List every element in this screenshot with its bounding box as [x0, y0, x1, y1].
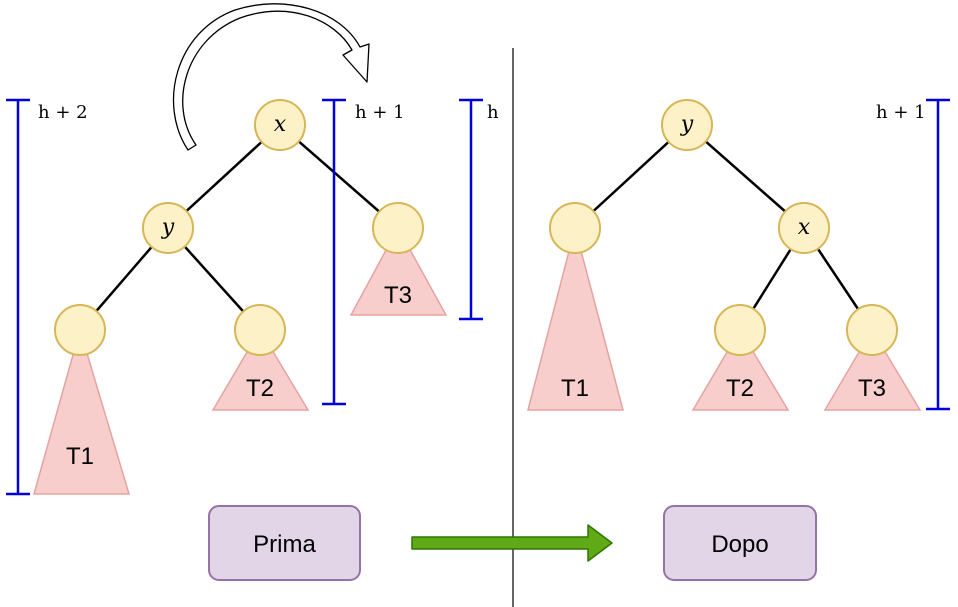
height-bracket-right — [459, 98, 483, 321]
node-t2-root-after — [714, 304, 766, 356]
subtree-label: T3 — [858, 375, 886, 402]
node-y-before: y — [142, 202, 194, 254]
prima-button[interactable]: Prima — [208, 505, 361, 581]
node-t3-root-before — [372, 202, 424, 254]
node-x-before: x — [254, 99, 306, 151]
subtree-t2-after: T2 — [691, 328, 790, 411]
dopo-label: Dopo — [711, 531, 768, 558]
subtree-label: T1 — [561, 375, 589, 402]
subtree-label: T1 — [66, 443, 94, 470]
height-bracket-after — [926, 98, 950, 411]
dopo-button[interactable]: Dopo — [663, 505, 817, 581]
node-t1-root-after — [549, 202, 601, 254]
subtree-t3-before: T3 — [349, 226, 448, 316]
subtree-t3-after: T3 — [823, 328, 922, 411]
node-y-after: y — [661, 99, 713, 151]
height-label-right: h — [487, 102, 499, 123]
right-arrow-icon — [411, 524, 613, 562]
edge-x-t3 — [279, 124, 399, 229]
subtree-t2-before: T2 — [211, 328, 310, 411]
node-label: x — [274, 112, 287, 137]
height-bracket-middle — [322, 98, 346, 406]
node-x-after: x — [778, 202, 830, 254]
node-t3-root-after — [846, 304, 898, 356]
subtree-label: T3 — [384, 282, 412, 309]
node-t2-root-before — [234, 304, 286, 356]
node-t1-root-before — [54, 304, 106, 356]
node-label: y — [161, 215, 175, 240]
height-bracket-left — [6, 98, 30, 496]
height-label-left: h + 2 — [38, 102, 88, 123]
prima-label: Prima — [253, 531, 316, 558]
before-edges — [79, 124, 399, 331]
node-label: x — [798, 215, 811, 240]
node-label: y — [680, 112, 694, 137]
subtree-label: T2 — [246, 375, 274, 402]
height-label-middle: h + 1 — [355, 102, 405, 123]
curved-arrow-icon — [173, 3, 370, 151]
subtree-label: T2 — [726, 375, 754, 402]
subtree-t1-after: T1 — [527, 225, 624, 411]
height-label-after: h + 1 — [876, 102, 926, 123]
subtree-t1-before: T1 — [33, 327, 131, 495]
